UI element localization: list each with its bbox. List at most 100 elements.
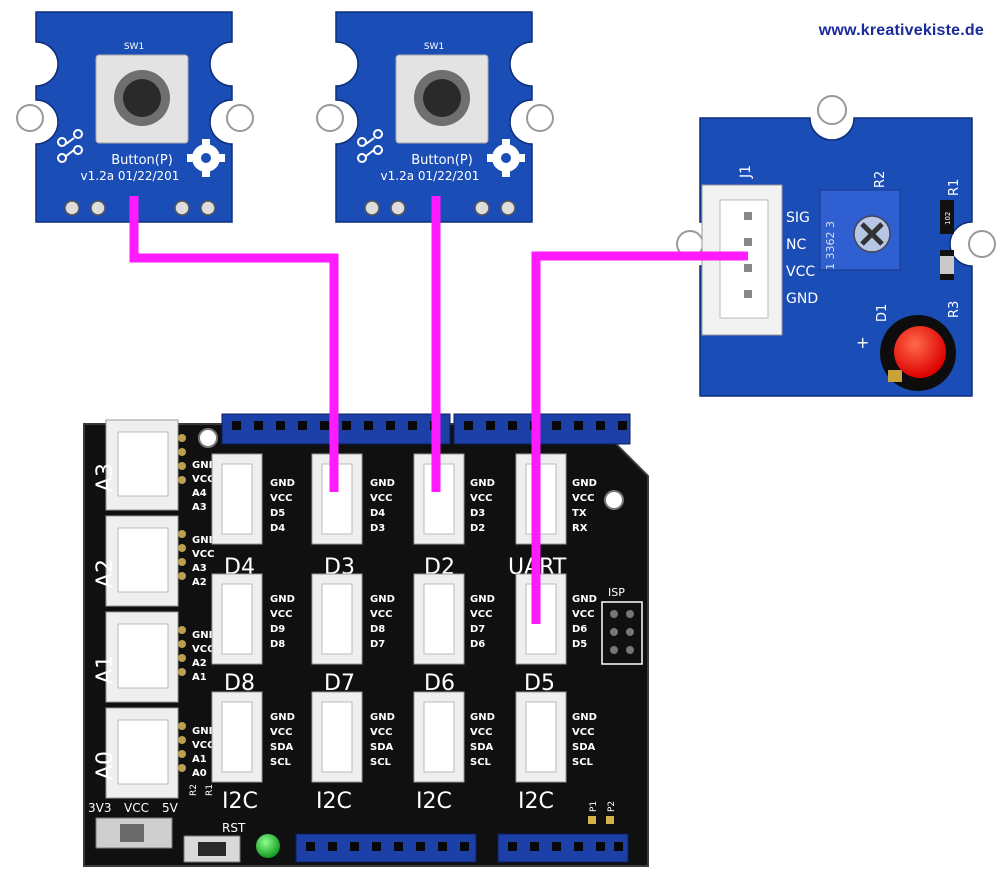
pin-label: D6 bbox=[470, 639, 485, 650]
pin-label: VCC bbox=[572, 609, 594, 620]
wires bbox=[129, 196, 748, 624]
pin-label: VCC bbox=[470, 727, 492, 738]
label-p1: P1 bbox=[589, 801, 599, 812]
gear-icon bbox=[487, 139, 525, 177]
pin-label: GND bbox=[370, 594, 395, 605]
pin-label: SCL bbox=[572, 757, 594, 768]
version-label: v1.2a 01/22/201 bbox=[381, 169, 480, 183]
part-label-r2: R2 bbox=[873, 171, 888, 188]
pin-label-sig: SIG bbox=[786, 210, 810, 226]
pin-label: GND bbox=[470, 594, 495, 605]
pin-label: D3 bbox=[470, 508, 485, 519]
pin-label: SCL bbox=[370, 757, 392, 768]
part-label-r3: R3 bbox=[947, 301, 962, 318]
pin-label: VCC bbox=[270, 493, 292, 504]
pin-label: VCC bbox=[370, 493, 392, 504]
version-label: v1.2a 01/22/201 bbox=[81, 169, 180, 183]
port-d7: GND VCC D8 D7 D7 bbox=[311, 573, 395, 696]
pin-label: GND bbox=[572, 594, 597, 605]
label-r1: R1 bbox=[205, 784, 215, 796]
pin-label: A3 bbox=[192, 563, 207, 574]
isp-header: ISP bbox=[601, 586, 643, 665]
pin-label: GND bbox=[370, 478, 395, 489]
pin-label: VCC bbox=[270, 609, 292, 620]
pin-label: VCC bbox=[192, 740, 214, 751]
pin-label-nc: NC bbox=[786, 237, 806, 253]
power-switch: 3V3 VCC 5V bbox=[88, 801, 179, 849]
label-p2: P2 bbox=[607, 801, 617, 812]
wire-led-d5 bbox=[531, 251, 748, 624]
reset-button: RST bbox=[183, 821, 246, 863]
pin-label-vcc: VCC bbox=[786, 264, 815, 280]
pin-label: A1 bbox=[192, 754, 207, 765]
port-i2c-3: GND VCC SDA SCL I2C bbox=[413, 691, 495, 814]
switch-label-vcc: VCC bbox=[124, 801, 149, 815]
pin-label: GND bbox=[270, 712, 295, 723]
port-label-a2: A2 bbox=[93, 559, 118, 588]
pin-label: A3 bbox=[192, 502, 207, 513]
label-r2: R2 bbox=[189, 784, 199, 796]
pin-label: GND bbox=[572, 712, 597, 723]
pin-label: D5 bbox=[572, 639, 587, 650]
pin-label: D3 bbox=[370, 523, 385, 534]
port-label-i2c: I2C bbox=[416, 789, 452, 814]
pin-label: GND bbox=[270, 478, 295, 489]
bottom-header-right bbox=[497, 833, 629, 863]
pin-label: GND bbox=[192, 460, 217, 471]
power-led-icon bbox=[256, 834, 280, 858]
pin-label: GND bbox=[192, 726, 217, 737]
pin-label: TX bbox=[572, 508, 587, 519]
connector-label: J1 bbox=[738, 165, 754, 179]
isp-label: ISP bbox=[608, 586, 625, 599]
pin-label: VCC bbox=[370, 609, 392, 620]
pin-label: VCC bbox=[370, 727, 392, 738]
port-label-a0: A0 bbox=[93, 751, 118, 780]
pin-label: SCL bbox=[470, 757, 492, 768]
pin-label: SDA bbox=[572, 742, 596, 753]
part-label-r1: R1 bbox=[947, 179, 962, 196]
pin-label: D4 bbox=[270, 523, 285, 534]
pin-label: VCC bbox=[192, 644, 214, 655]
pin-label: VCC bbox=[470, 493, 492, 504]
watermark: www.kreativekiste.de bbox=[818, 22, 984, 39]
pin-label: D8 bbox=[370, 624, 385, 635]
pin-label: D5 bbox=[270, 508, 285, 519]
pin-label: A0 bbox=[192, 768, 207, 779]
reset-label: RST bbox=[222, 821, 246, 835]
pin-label: A2 bbox=[192, 577, 207, 588]
port-i2c-4: GND VCC SDA SCL I2C bbox=[515, 691, 597, 814]
port-a1: A1 GND VCC A2 A1 bbox=[93, 611, 217, 703]
pin-label: VCC bbox=[572, 727, 594, 738]
switch-id-label: SW1 bbox=[124, 42, 144, 52]
pin-label: VCC bbox=[270, 727, 292, 738]
wire-button1-d3 bbox=[129, 196, 339, 492]
pin-label: GND bbox=[270, 594, 295, 605]
resistor-code: 102 bbox=[944, 212, 952, 225]
grove-logo-icon bbox=[357, 129, 383, 163]
port-d8: GND VCC D9 D8 D8 bbox=[211, 573, 295, 696]
port-label-a3: A3 bbox=[93, 463, 118, 492]
pin-label: SDA bbox=[470, 742, 494, 753]
pin-label: D4 bbox=[370, 508, 385, 519]
port-d6: GND VCC D7 D6 D6 bbox=[413, 573, 495, 696]
pot-code: 1 3362 3 bbox=[824, 221, 837, 270]
red-led-icon bbox=[880, 315, 956, 391]
pin-label: A4 bbox=[192, 488, 207, 499]
pin-label: A1 bbox=[192, 672, 207, 683]
bottom-header-left bbox=[295, 833, 477, 863]
pin-label: RX bbox=[572, 523, 588, 534]
module-name: Button(P) bbox=[111, 153, 173, 168]
part-label-d1: D1 bbox=[875, 304, 890, 322]
port-a3: A3 GND VCC A4 A3 bbox=[93, 419, 217, 513]
port-label-a1: A1 bbox=[93, 655, 118, 684]
switch-id-label: SW1 bbox=[424, 42, 444, 52]
switch-label-5v: 5V bbox=[162, 801, 179, 815]
button-module-1: SW1 Button(P) v1.2a 01/22/201 bbox=[16, 11, 254, 223]
resistor-r1: 102 bbox=[940, 200, 954, 234]
switch-label-3v3: 3V3 bbox=[88, 801, 111, 815]
pin-label: GND bbox=[572, 478, 597, 489]
pin-label: D9 bbox=[270, 624, 285, 635]
potentiometer: 1 3362 3 bbox=[819, 189, 901, 271]
pin-label: D8 bbox=[270, 639, 285, 650]
